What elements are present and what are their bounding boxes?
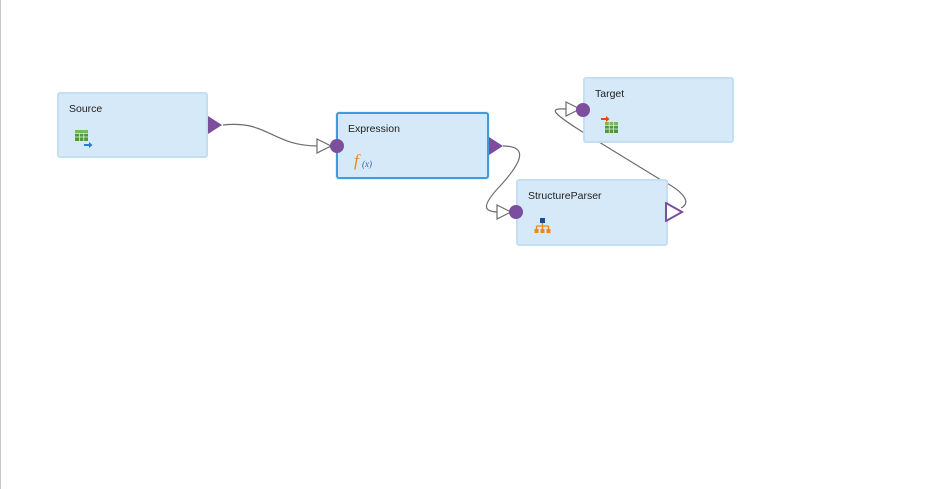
source-output-port[interactable] [208, 116, 222, 134]
function-fx-icon: f (x) [354, 151, 378, 171]
target-table-icon [600, 115, 620, 135]
svg-text:(x): (x) [362, 159, 372, 169]
node-expression[interactable]: Expression f (x) [336, 112, 489, 179]
link-expression-structureparser[interactable] [485, 145, 521, 213]
node-source[interactable]: Source [57, 92, 208, 158]
node-target-label: Target [595, 88, 625, 100]
node-target[interactable]: Target [583, 77, 734, 143]
expression-input-port[interactable] [330, 139, 344, 153]
source-table-icon [74, 129, 94, 149]
svg-text:f: f [354, 151, 361, 170]
expression-output-port[interactable] [489, 137, 503, 155]
hierarchy-icon [533, 217, 553, 237]
link-arrowhead-expression [316, 138, 333, 154]
structureparser-input-port[interactable] [509, 205, 523, 219]
structureparser-output-port[interactable] [665, 201, 685, 223]
node-structureparser-label: StructureParser [528, 190, 602, 202]
target-input-port[interactable] [576, 103, 590, 117]
link-source-expression[interactable] [222, 123, 320, 147]
node-expression-label: Expression [348, 123, 400, 135]
node-source-label: Source [69, 103, 103, 115]
node-structureparser[interactable]: StructureParser [516, 179, 668, 246]
